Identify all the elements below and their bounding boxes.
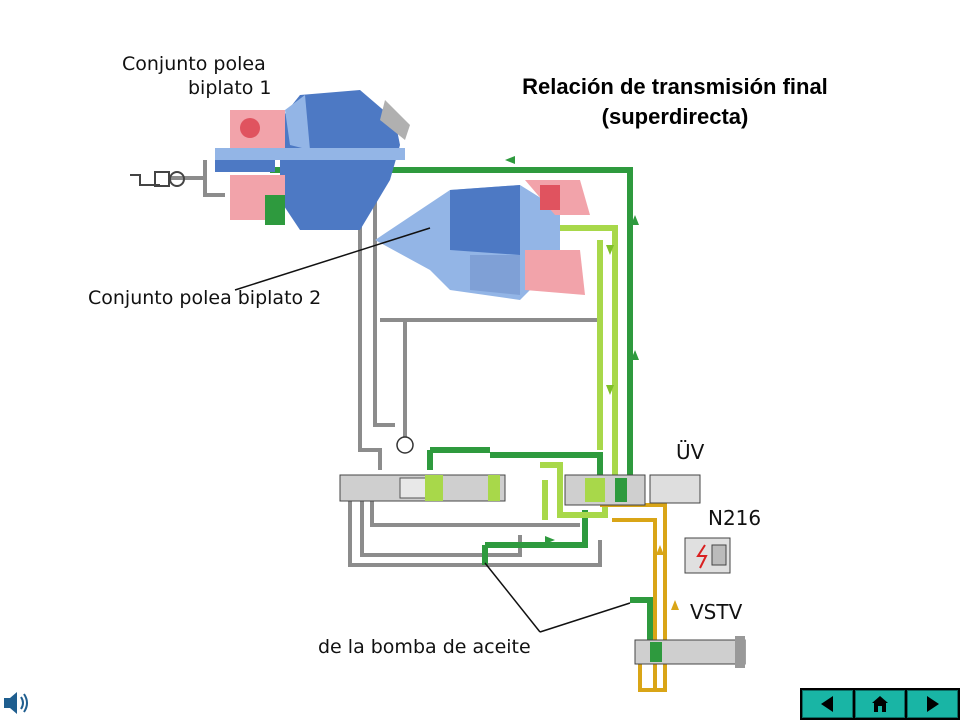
n216-solenoid (684, 537, 731, 574)
speaker-icon[interactable] (0, 686, 36, 720)
pulley-set-2 (375, 180, 590, 300)
next-button[interactable] (907, 690, 959, 718)
vstv-label: VSTV (690, 600, 743, 624)
light-green-lines (540, 225, 618, 520)
valve-body (339, 436, 701, 506)
check-valve-symbol (130, 171, 185, 187)
arrow-right-icon (926, 696, 939, 712)
diagram-title: Relación de transmisión final (superdire… (470, 72, 880, 132)
leader-lines (234, 227, 631, 633)
vstv-valve (634, 636, 746, 668)
pulley-set-1-label-line-2: biplato 1 (188, 77, 272, 99)
uv-valve-label: ÜV (676, 440, 705, 464)
home-icon (872, 696, 888, 712)
home-button[interactable] (854, 690, 906, 718)
n216-label: N216 (708, 506, 762, 530)
oil-pump-label: de la bomba de aceite (318, 636, 531, 658)
navigation-bar (800, 688, 960, 720)
flow-arrows (505, 156, 679, 610)
title-line-2: (superdirecta) (601, 104, 749, 129)
pulley-set-1 (215, 90, 410, 230)
previous-button[interactable] (802, 690, 853, 718)
pulley-set-2-label: Conjunto polea biplato 2 (88, 287, 322, 309)
arrow-left-icon (821, 696, 834, 712)
pulley-set-1-label-line-1: Conjunto polea (122, 53, 266, 75)
pulley-set-1-label: Conjunto polea biplato 1 (122, 52, 272, 100)
title-line-1: Relación de transmisión final (522, 74, 828, 99)
